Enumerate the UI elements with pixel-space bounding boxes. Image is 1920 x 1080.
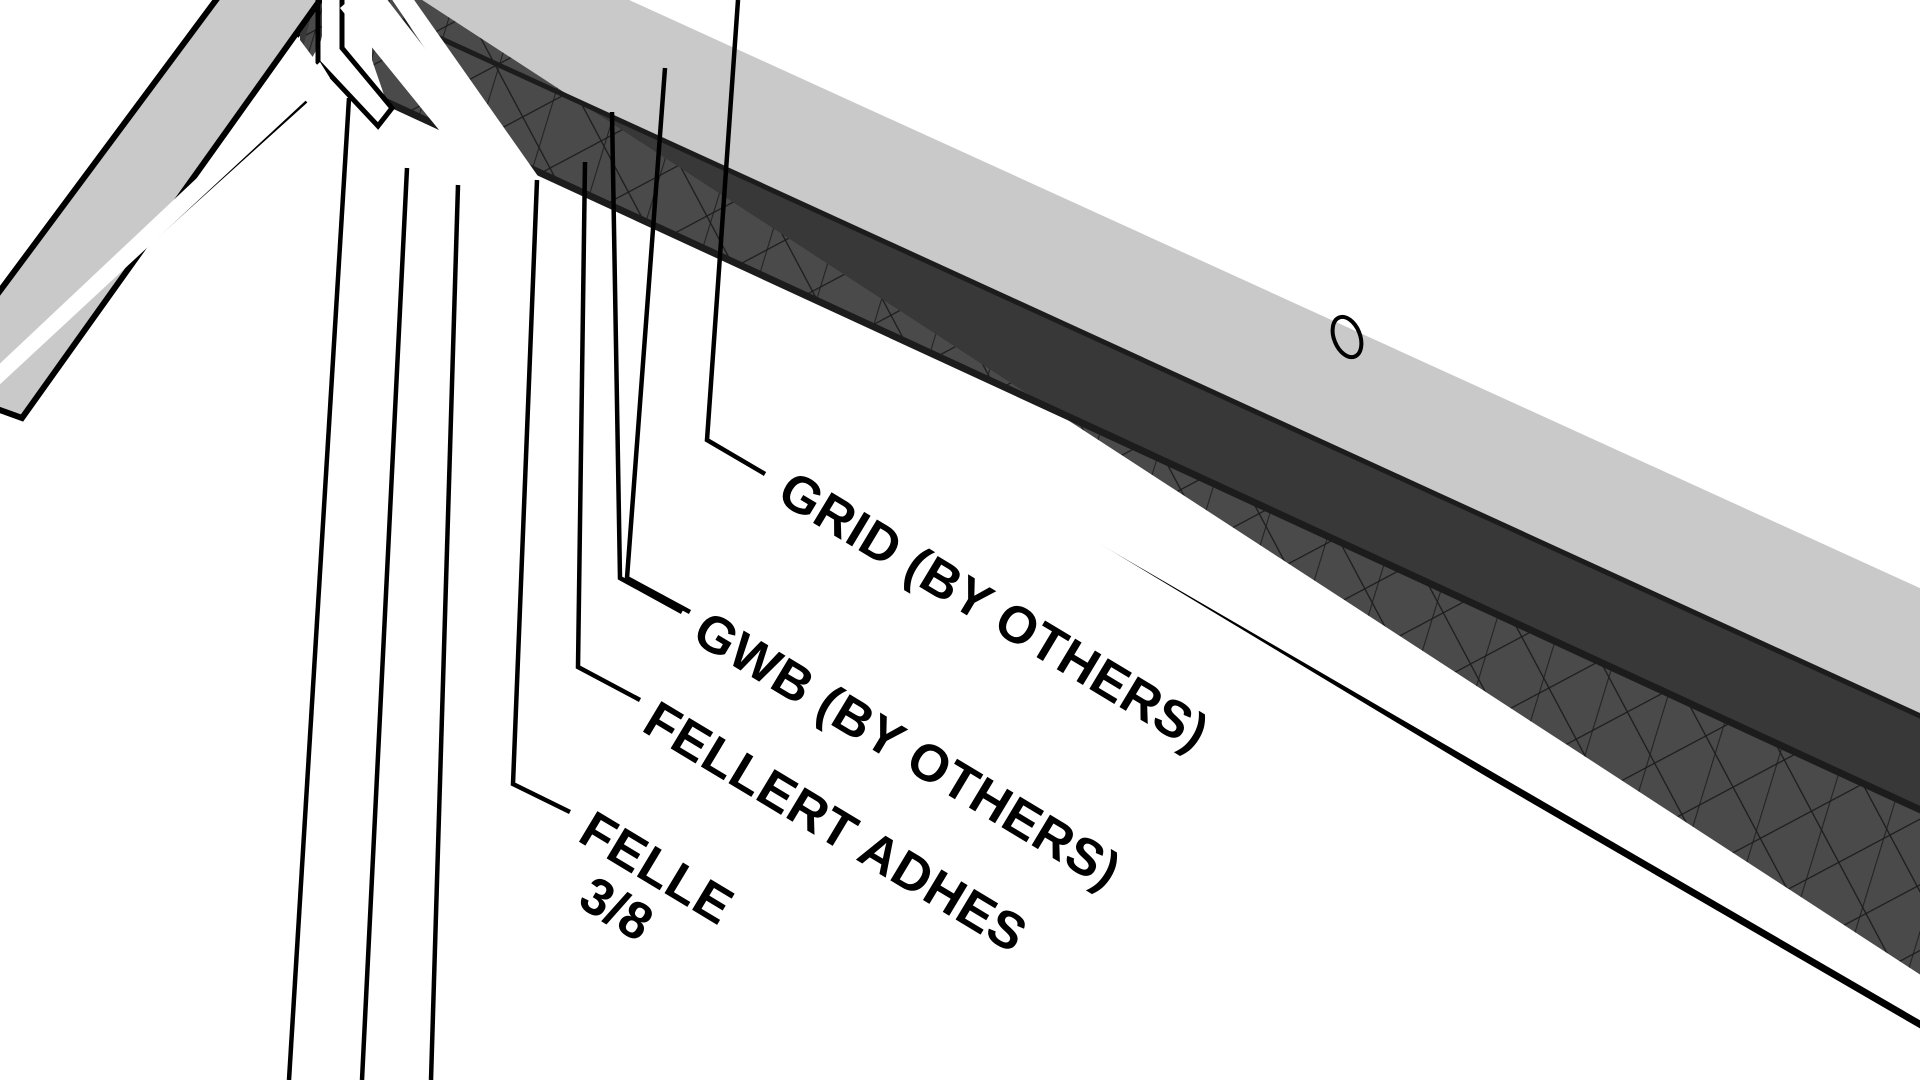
leader-line-8 bbox=[286, 97, 352, 1080]
revision-bubble bbox=[1330, 314, 1364, 360]
leader-line-3 bbox=[609, 111, 684, 614]
leader-line-2-alt bbox=[624, 67, 692, 614]
hatch-upper-edge bbox=[298, 58, 1920, 814]
notch-white-foot bbox=[316, 36, 392, 128]
leader-line-1 bbox=[704, 0, 767, 476]
drawing-white-field bbox=[0, 80, 1920, 1080]
crosshatch-secondary bbox=[300, 0, 1920, 975]
left-wall-band-top bbox=[0, 0, 324, 422]
leader-line-5 bbox=[510, 179, 571, 815]
leader-line-6 bbox=[428, 184, 461, 1080]
leader-line-4 bbox=[575, 161, 642, 702]
white-return-notch bbox=[295, 0, 396, 153]
upper-right-white-field bbox=[618, 0, 1920, 394]
crosshatched-assembly bbox=[300, 0, 1920, 975]
leader-lines bbox=[286, 0, 767, 1080]
dark-band-upper-edge bbox=[350, 0, 1920, 719]
leader-line-7 bbox=[359, 167, 410, 1080]
notch-detail-group bbox=[340, 0, 620, 322]
notch-body bbox=[340, 0, 620, 322]
edge-cleanup bbox=[0, 62, 330, 385]
revision-bubble-ellipse bbox=[1330, 314, 1364, 360]
notch-outline bbox=[315, 0, 396, 130]
